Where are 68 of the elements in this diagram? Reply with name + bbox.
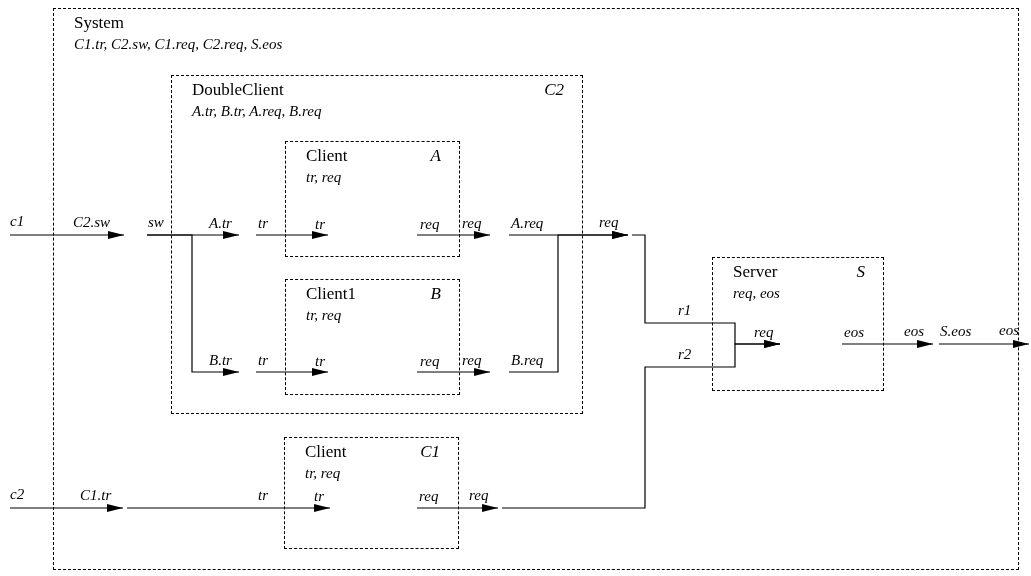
component-box <box>284 437 459 549</box>
port-label: req <box>469 486 499 504</box>
instance-name: B <box>430 284 441 304</box>
port-label: req <box>462 351 492 369</box>
port-label: A.tr <box>209 214 241 232</box>
system-boundary <box>53 8 1019 570</box>
arrow <box>146 234 240 376</box>
port-label: req <box>419 487 447 505</box>
port-label: c2 <box>10 485 30 503</box>
port-label: tr <box>315 352 331 370</box>
port-label: tr <box>314 487 332 505</box>
arrow <box>255 231 329 239</box>
connector-line <box>631 234 678 324</box>
component-name: Client1 <box>306 284 357 304</box>
port-label: r2 <box>678 345 698 363</box>
arrow <box>416 368 491 376</box>
arrow <box>841 340 934 348</box>
variable-list: tr, req <box>306 307 342 324</box>
variable-list: tr, req <box>306 169 342 186</box>
port-label: tr <box>315 215 331 233</box>
component-box <box>712 257 884 391</box>
component-name: Client <box>306 146 348 166</box>
port-label: S.eos <box>940 322 986 340</box>
component-box <box>285 141 460 257</box>
port-label: req <box>599 213 629 231</box>
arrow <box>676 340 781 368</box>
component-name: Server <box>733 262 778 282</box>
arrow <box>9 504 124 512</box>
port-label: req <box>420 215 448 233</box>
port-label: C1.tr <box>80 486 124 504</box>
component-name: DoubleClient <box>192 80 284 100</box>
port-label: B.tr <box>209 351 241 369</box>
arrow <box>256 504 331 512</box>
instance-name: S <box>856 262 865 282</box>
variable-list: C1.tr, C2.sw, C1.req, C2.req, S.eos <box>74 36 283 53</box>
port-label: eos <box>844 323 872 341</box>
port-label: r1 <box>678 301 698 319</box>
instance-name: C2 <box>544 80 564 100</box>
variable-list: tr, req <box>305 465 341 482</box>
port-label: req <box>420 352 448 370</box>
arrow <box>255 368 329 376</box>
arrow <box>9 231 125 239</box>
component-box <box>285 279 460 395</box>
arrow <box>416 231 491 239</box>
arrow <box>938 340 1030 348</box>
port-label: req <box>462 214 492 232</box>
port-label: tr <box>258 351 274 369</box>
port-label: C2.sw <box>73 213 125 231</box>
port-label: tr <box>258 214 274 232</box>
component-box <box>171 75 583 414</box>
port-label: sw <box>148 213 168 231</box>
component-name: Client <box>305 442 347 462</box>
arrow <box>508 231 629 373</box>
connector-line <box>126 507 258 509</box>
instance-name: A <box>430 146 441 166</box>
port-label: c1 <box>10 212 30 230</box>
connector-line <box>501 366 678 509</box>
port-label: req <box>754 323 782 341</box>
port-label: eos <box>904 322 934 340</box>
instance-name: C1 <box>420 442 440 462</box>
port-label: eos <box>999 321 1029 339</box>
variable-list: req, eos <box>733 285 780 302</box>
component-name: System <box>74 13 125 33</box>
port-label: tr <box>258 486 276 504</box>
port-label: B.req <box>511 351 557 369</box>
port-label: A.req <box>511 214 557 232</box>
arrow <box>416 504 499 512</box>
variable-list: A.tr, B.tr, A.req, B.req <box>192 103 322 120</box>
